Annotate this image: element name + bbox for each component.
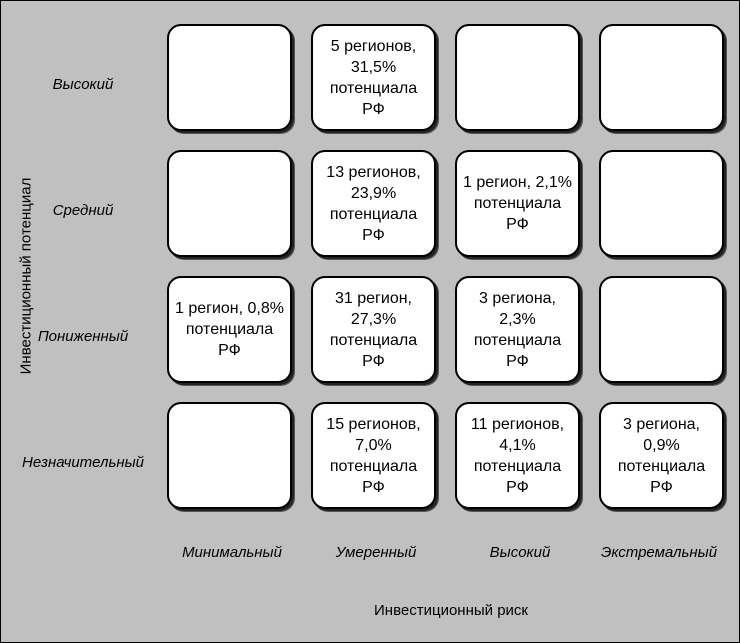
col-label-moderate: Умеренный (335, 544, 417, 561)
col-label-extreme: Экстремальный (600, 544, 718, 561)
col-label-high: Высокий (489, 544, 551, 561)
matrix-cell (455, 24, 580, 131)
cell-text: 3 региона, 2,3% потенциала РФ (473, 289, 562, 370)
matrix-cell: 5 регионов, 31,5% потенциала РФ (311, 24, 436, 131)
matrix-cell: 11 регионов, 4,1% потенциала РФ (455, 402, 580, 509)
matrix-cell (167, 150, 292, 257)
matrix-cell: 3 региона, 0,9% потенциала РФ (599, 402, 724, 509)
cell-text: 13 регионов, 23,9% потенциала РФ (326, 163, 421, 244)
matrix-cell (599, 276, 724, 383)
cell-text: 15 регионов, 7,0% потенциала РФ (326, 415, 421, 496)
cell-text: 31 регион, 27,3% потенциала РФ (329, 289, 418, 370)
row-label-high: Высокий (52, 76, 114, 93)
cell-text: 1 регион, 2,1% потенциала РФ (462, 174, 572, 233)
cell-text: 5 регионов, 31,5% потенциала РФ (329, 37, 418, 118)
matrix-cell: 1 регион, 0,8% потенциала РФ (167, 276, 292, 383)
matrix-cell (167, 402, 292, 509)
x-axis-title: Инвестиционный риск (374, 602, 528, 619)
matrix-cell (167, 24, 292, 131)
cell-text: 11 регионов, 4,1% потенциала РФ (470, 415, 565, 496)
row-label-insignificant: Незначительный (22, 454, 144, 471)
row-label-reduced: Пониженный (37, 328, 129, 345)
col-label-minimal: Минимальный (182, 544, 282, 561)
matrix-cell: 1 регион, 2,1% потенциала РФ (455, 150, 580, 257)
matrix-cell (599, 150, 724, 257)
cell-text: 1 регион, 0,8% потенциала РФ (174, 300, 284, 359)
matrix-cell: 13 регионов, 23,9% потенциала РФ (311, 150, 436, 257)
matrix-cell: 15 регионов, 7,0% потенциала РФ (311, 402, 436, 509)
row-label-medium: Средний (52, 202, 114, 219)
matrix-cell: 31 регион, 27,3% потенциала РФ (311, 276, 436, 383)
matrix-cell (599, 24, 724, 131)
cell-text: 3 региона, 0,9% потенциала РФ (617, 415, 706, 496)
matrix-cell: 3 региона, 2,3% потенциала РФ (455, 276, 580, 383)
